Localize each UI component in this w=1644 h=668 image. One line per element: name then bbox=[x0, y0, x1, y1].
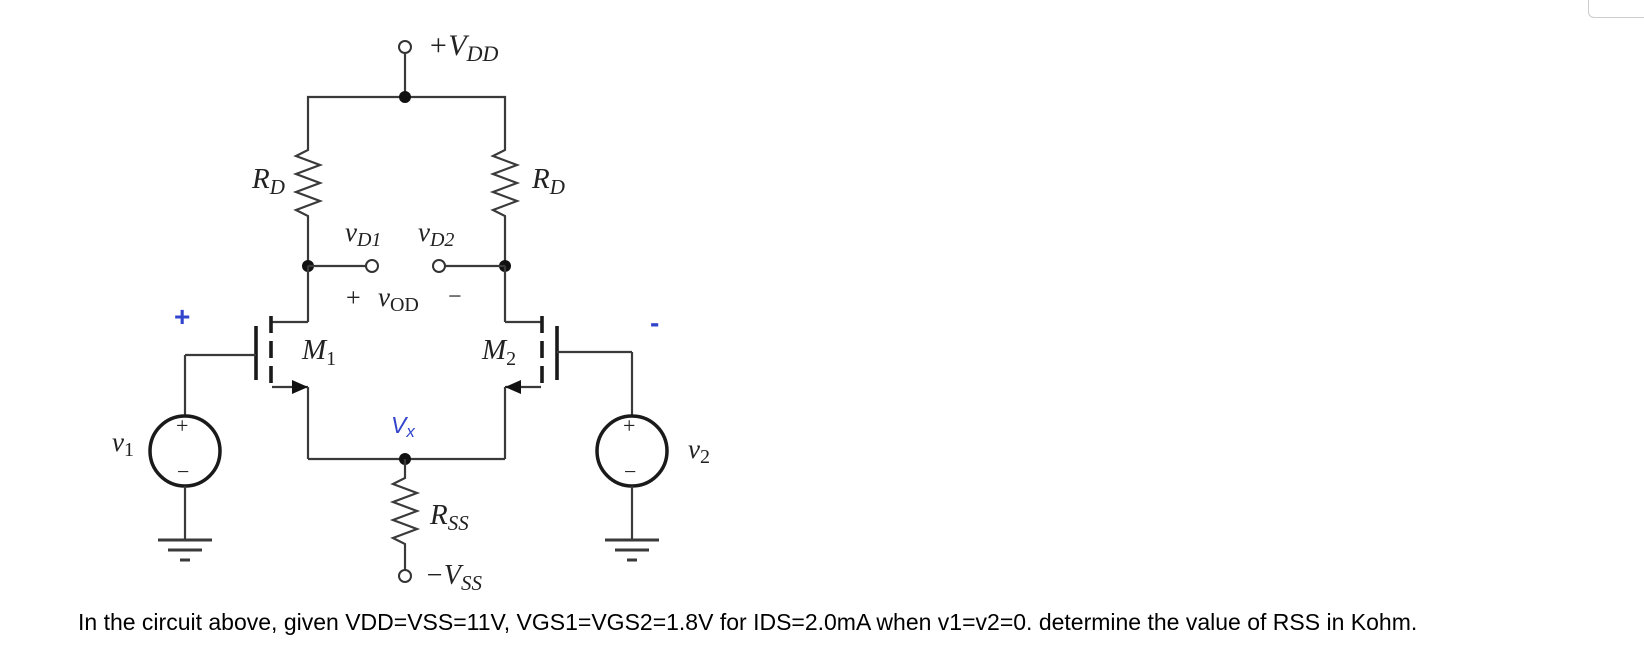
vx-node bbox=[308, 453, 505, 465]
rd-left-resistor bbox=[292, 145, 324, 266]
annotation-minus: - bbox=[650, 307, 659, 338]
rd-left-label: RD bbox=[251, 163, 285, 199]
vd2-node bbox=[432, 259, 511, 273]
vod-label: vOD bbox=[378, 282, 419, 316]
corner-panel-edge bbox=[1588, 0, 1644, 18]
vd1-label: vD1 bbox=[345, 217, 381, 251]
rd-right-resistor bbox=[489, 145, 521, 266]
annotation-plus: + bbox=[174, 301, 190, 332]
v2-source bbox=[595, 352, 669, 540]
ground-left-icon bbox=[158, 538, 212, 562]
v1-source bbox=[148, 355, 222, 540]
vod-plus: + bbox=[346, 283, 361, 312]
vd2-label: vD2 bbox=[418, 217, 454, 251]
m1-label: M1 bbox=[301, 334, 336, 370]
vod-minus: − bbox=[448, 284, 462, 310]
vdd-label: +VDD bbox=[428, 29, 498, 66]
rss-resistor bbox=[389, 459, 421, 570]
rss-label: RSS bbox=[429, 499, 469, 535]
top-rail bbox=[306, 91, 507, 145]
vx-label: Vx bbox=[391, 412, 415, 441]
m2-transistor bbox=[503, 316, 632, 459]
v2-label: v2 bbox=[688, 434, 710, 468]
v1-source-plus: + bbox=[176, 413, 188, 438]
m2-label: M2 bbox=[481, 334, 516, 370]
vdd-terminal bbox=[398, 40, 412, 97]
rd-right-label: RD bbox=[531, 163, 565, 199]
v1-source-minus: − bbox=[177, 459, 189, 484]
v2-source-plus: + bbox=[623, 413, 635, 438]
vd1-node bbox=[302, 259, 379, 273]
question-text: In the circuit above, given VDD=VSS=11V,… bbox=[78, 609, 1418, 635]
ground-right-icon bbox=[605, 538, 659, 562]
m1-transistor bbox=[185, 316, 310, 459]
vss-terminal bbox=[398, 569, 412, 583]
v2-source-minus: − bbox=[624, 459, 636, 484]
vss-label: −VSS bbox=[425, 560, 483, 595]
v1-label: v1 bbox=[112, 427, 134, 461]
